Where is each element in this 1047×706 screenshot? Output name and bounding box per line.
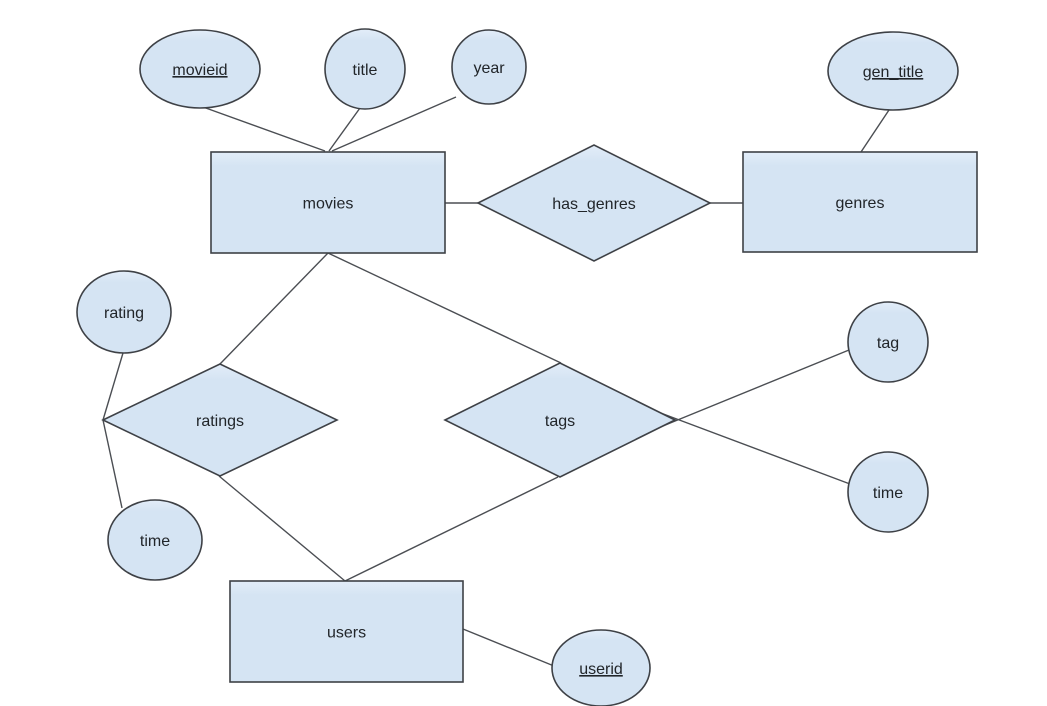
attribute-time_left [107, 499, 203, 581]
connector-tags-users [344, 476, 559, 582]
attribute-movieid [139, 29, 261, 109]
attribute-tag-label: tag [877, 335, 899, 352]
attribute-time_left-label: time [140, 533, 170, 550]
entity-users [229, 580, 464, 683]
attribute-tag [847, 301, 929, 383]
attribute-gen_title-label: gen_title [863, 64, 924, 81]
connector-year-movies [331, 96, 457, 152]
entity-movies-label: movies [303, 196, 354, 213]
connector-movieid-movies [202, 106, 326, 152]
attribute-rating-label: rating [104, 305, 144, 322]
connector-ratings-rating [102, 352, 124, 421]
relationship-tags-label: tags [545, 413, 575, 430]
attribute-gen_title [827, 31, 959, 111]
connector-users-userid [462, 628, 555, 667]
attribute-movieid-label: movieid [172, 62, 227, 79]
attribute-year [451, 29, 527, 105]
attribute-time_right-label: time [873, 485, 903, 502]
connector-tags-tag [657, 349, 850, 429]
attribute-userid [551, 629, 651, 706]
relationship-has_genres-label: has_genres [552, 196, 636, 213]
relationship-has_genres [476, 144, 712, 262]
connector-tags-time_right [657, 411, 851, 485]
entity-genres-label: genres [836, 195, 885, 212]
connector-ratings-time_left [102, 419, 123, 509]
entity-genres [742, 151, 978, 253]
connector-movies-ratings [219, 252, 329, 365]
connector-gen_title-genres [860, 109, 890, 153]
attribute-userid-label: userid [579, 661, 623, 678]
attribute-rating [76, 270, 172, 354]
attribute-year-label: year [473, 60, 505, 77]
attribute-title-label: title [353, 62, 378, 79]
relationship-ratings [101, 363, 339, 477]
entity-users-label: users [327, 625, 366, 642]
connector-title-movies [328, 107, 361, 152]
relationship-ratings-label: ratings [196, 413, 244, 430]
attribute-title [324, 28, 406, 110]
relationship-tags [443, 362, 677, 478]
connector-movies-tags [327, 252, 562, 364]
attribute-time_right [847, 451, 929, 533]
entity-movies [210, 151, 446, 254]
connector-ratings-users [218, 475, 346, 582]
